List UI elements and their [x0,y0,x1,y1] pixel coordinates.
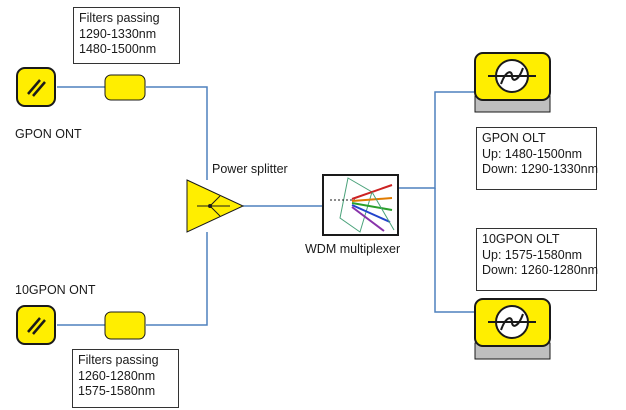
gpon-ont-label: GPON ONT [15,127,82,141]
10gpon-ont-label: 10GPON ONT [15,283,96,297]
filter-bottom-title: Filters passing [78,353,159,367]
fiber-wdm-to-10gpon-olt-branch [434,188,474,313]
filter-top-box: Filters passing 1290-1330nm 1480-1500nm [73,7,180,64]
10gpon-olt-icon [474,298,551,360]
wdm-multiplexer-label: WDM multiplexer [305,242,401,256]
10gpon-olt-up: Up: 1575-1580nm [482,247,583,262]
power-splitter-icon [186,179,245,233]
10gpon-ont-icon [16,305,56,345]
gpon-olt-title: GPON OLT [482,131,546,145]
10gpon-olt-info-box: 10GPON OLT Up: 1575-1580nm Down: 1260-12… [476,228,599,291]
gpon-olt-info-box: GPON OLT Up: 1480-1500nm Down: 1290-1330… [476,127,599,190]
filter-bottom-range-1: 1260-1280nm [78,368,156,383]
fiber-wdm-to-olt-branch [398,91,474,189]
filter-bottom-icon [104,311,146,340]
10gpon-olt-title: 10GPON OLT [482,232,560,246]
filter-top-icon [104,74,146,101]
filter-top-title: Filters passing [79,11,160,25]
fiber-filter-to-splitter-bottom [146,232,208,326]
10gpon-olt-down: Down: 1260-1280nm [482,263,599,277]
gpon-olt-icon [474,52,551,113]
filter-bottom-range-2: 1575-1580nm [78,384,156,398]
gpon-ont-icon [16,67,56,107]
fiber-filter-to-splitter-top [146,86,208,180]
filter-bottom-box: Filters passing 1260-1280nm 1575-1580nm [72,349,179,408]
filter-top-range-2: 1480-1500nm [79,42,157,56]
gpon-olt-down: Down: 1290-1330nm [482,162,599,176]
power-splitter-label: Power splitter [212,162,288,176]
wdm-multiplexer-icon [322,174,399,236]
filter-top-range-1: 1290-1330nm [79,26,157,41]
fiber-links [57,86,474,326]
gpon-olt-up: Up: 1480-1500nm [482,146,583,161]
